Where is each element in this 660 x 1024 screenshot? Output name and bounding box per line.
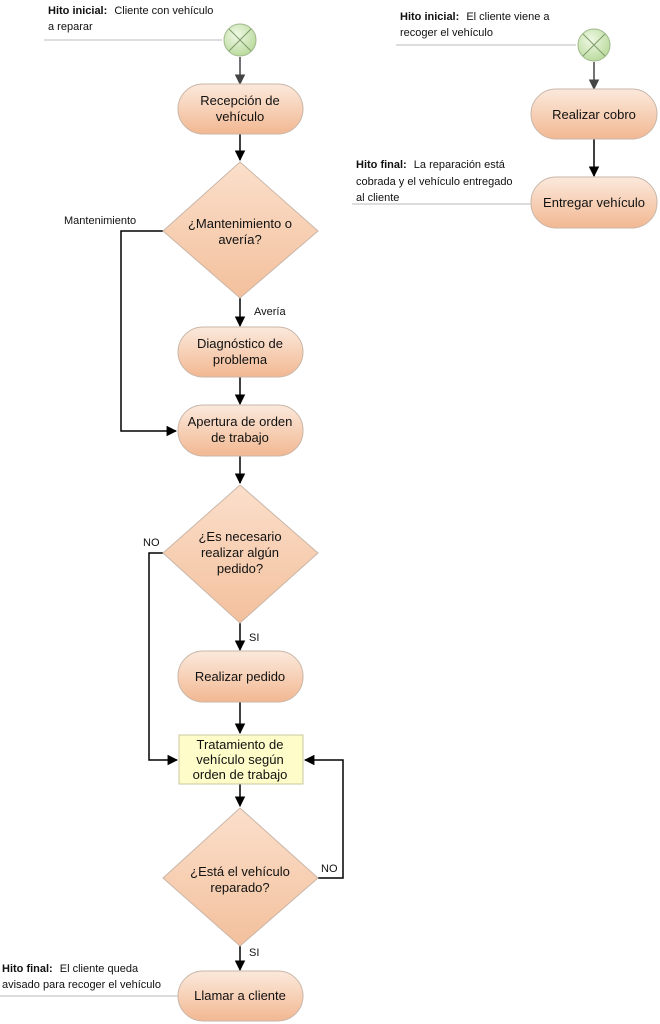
milestone-text: recoger el vehículo bbox=[400, 27, 493, 39]
process-llamar: Llamar a cliente bbox=[177, 970, 304, 1022]
svg-text:¿Mantenimiento o: ¿Mantenimiento o bbox=[188, 216, 292, 231]
svg-text:¿Está el vehículo: ¿Está el vehículo bbox=[190, 864, 290, 879]
decision-necesario-pedido: ¿Es necesario realizar algún pedido? bbox=[162, 484, 319, 624]
milestone-prefix: Hito inicial: bbox=[400, 11, 459, 23]
milestone-prefix: Hito inicial: bbox=[48, 5, 107, 17]
edge-label-si-pedido: SI bbox=[249, 632, 259, 644]
svg-text:Hito inicial: Cliente co: Hito inicial: Cliente con vehículo bbox=[48, 5, 213, 17]
svg-text:reparado?: reparado? bbox=[210, 880, 269, 895]
decision-mant-averia: ¿Mantenimiento o avería? bbox=[162, 161, 319, 299]
svg-text:problema: problema bbox=[213, 352, 268, 367]
start-event-left bbox=[223, 23, 257, 57]
milestone-text: avisado para recoger el vehículo bbox=[2, 979, 161, 991]
milestone-text: cobrada y el vehículo entregado bbox=[356, 176, 513, 188]
milestone-end-left: Hito final: El cliente queda avisado par… bbox=[0, 963, 178, 997]
svg-text:realizar algún: realizar algún bbox=[201, 545, 279, 560]
milestone-prefix: Hito final: bbox=[356, 159, 407, 171]
svg-text:Realizar pedido: Realizar pedido bbox=[195, 669, 285, 684]
start-event-right bbox=[577, 28, 611, 62]
process-entregar: Entregar vehículo bbox=[530, 176, 658, 229]
edges bbox=[120, 57, 600, 972]
milestone-prefix: Hito final: bbox=[2, 963, 53, 975]
edge bbox=[148, 552, 179, 766]
milestone-text: al cliente bbox=[356, 192, 399, 204]
milestone-text: Cliente con vehículo bbox=[114, 5, 213, 17]
milestone-text: a reparar bbox=[48, 21, 93, 33]
process-apertura: Apertura de orden de trabajo bbox=[177, 404, 304, 457]
svg-text:Tratamiento de: Tratamiento de bbox=[197, 737, 284, 752]
svg-text:vehículo según: vehículo según bbox=[196, 752, 283, 767]
edge-label-averia: Avería bbox=[254, 306, 286, 318]
svg-text:orden de trabajo: orden de trabajo bbox=[193, 767, 288, 782]
milestone-text: La reparación está bbox=[414, 159, 506, 171]
process-recepcion: Recepción de vehículo bbox=[177, 83, 304, 135]
milestone-start-left: Hito inicial: Cliente con vehículo a rep… bbox=[44, 5, 222, 41]
svg-text:Recepción de: Recepción de bbox=[200, 93, 280, 108]
milestone-end-right: Hito final: La reparación está cobrada y… bbox=[352, 159, 531, 205]
svg-text:Hito final: La reparació: Hito final: La reparación está bbox=[356, 159, 506, 171]
edge-label-no-pedido: NO bbox=[143, 537, 160, 549]
edge-label-no-reparado: NO bbox=[321, 863, 338, 875]
svg-text:Hito inicial: El cliente: Hito inicial: El cliente viene a bbox=[400, 11, 550, 23]
edge bbox=[303, 754, 344, 879]
process-cobro: Realizar cobro bbox=[530, 88, 658, 140]
task-tratamiento: Tratamiento de vehículo según orden de t… bbox=[178, 734, 304, 785]
milestone-start-right: Hito inicial: El cliente viene a recoger… bbox=[396, 11, 576, 46]
decision-reparado: ¿Está el vehículo reparado? bbox=[162, 807, 319, 947]
svg-text:avería?: avería? bbox=[218, 232, 261, 247]
svg-text:Realizar cobro: Realizar cobro bbox=[552, 107, 636, 122]
svg-text:Diagnóstico de: Diagnóstico de bbox=[197, 336, 283, 351]
edge-label-si-reparado: SI bbox=[249, 947, 259, 959]
svg-text:Apertura de orden: Apertura de orden bbox=[188, 414, 293, 429]
svg-text:Entregar vehículo: Entregar vehículo bbox=[543, 195, 645, 210]
svg-text:Llamar a cliente: Llamar a cliente bbox=[194, 988, 286, 1003]
process-diagnostico: Diagnóstico de problema bbox=[177, 326, 304, 378]
milestone-text: El cliente queda bbox=[60, 963, 139, 975]
process-realizar-pedido: Realizar pedido bbox=[177, 650, 304, 703]
svg-text:Hito final: El cliente q: Hito final: El cliente queda bbox=[2, 963, 139, 975]
svg-text:de trabajo: de trabajo bbox=[211, 430, 269, 445]
edge-label-mantenimiento: Mantenimiento bbox=[64, 215, 136, 227]
svg-text:¿Es necesario: ¿Es necesario bbox=[198, 529, 281, 544]
edge bbox=[120, 230, 178, 437]
svg-text:pedido?: pedido? bbox=[217, 561, 263, 576]
svg-text:vehículo: vehículo bbox=[216, 109, 264, 124]
milestone-text: El cliente viene a bbox=[466, 11, 550, 23]
